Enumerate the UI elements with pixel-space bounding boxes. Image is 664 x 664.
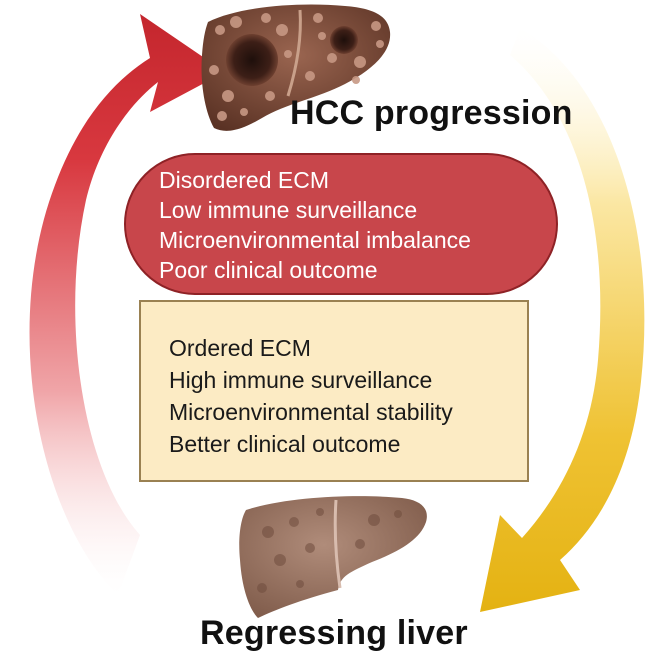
hcc-feature-item: Low immune surveillance — [159, 197, 418, 223]
hcc-feature-item: Poor clinical outcome — [159, 257, 378, 283]
regressing-liver-title: Regressing liver — [200, 614, 468, 652]
tumorous-liver-icon — [201, 4, 391, 131]
hcc-features-box: Disordered ECM Low immune surveillance M… — [124, 153, 558, 295]
regression-arrow — [480, 28, 645, 612]
regressing-feature-item: Microenvironmental stability — [169, 399, 453, 425]
hcc-feature-item: Microenvironmental imbalance — [159, 227, 471, 253]
progression-arrow — [29, 14, 225, 595]
liver-icon — [239, 496, 427, 618]
regressing-feature-item: High immune surveillance — [169, 367, 433, 393]
hcc-feature-item: Disordered ECM — [159, 167, 329, 193]
hcc-progression-title: HCC progression — [290, 94, 573, 132]
regressing-feature-item: Ordered ECM — [169, 335, 311, 361]
regressing-features-box: Ordered ECM High immune surveillance Mic… — [139, 300, 529, 482]
regressing-feature-item: Better clinical outcome — [169, 431, 401, 457]
